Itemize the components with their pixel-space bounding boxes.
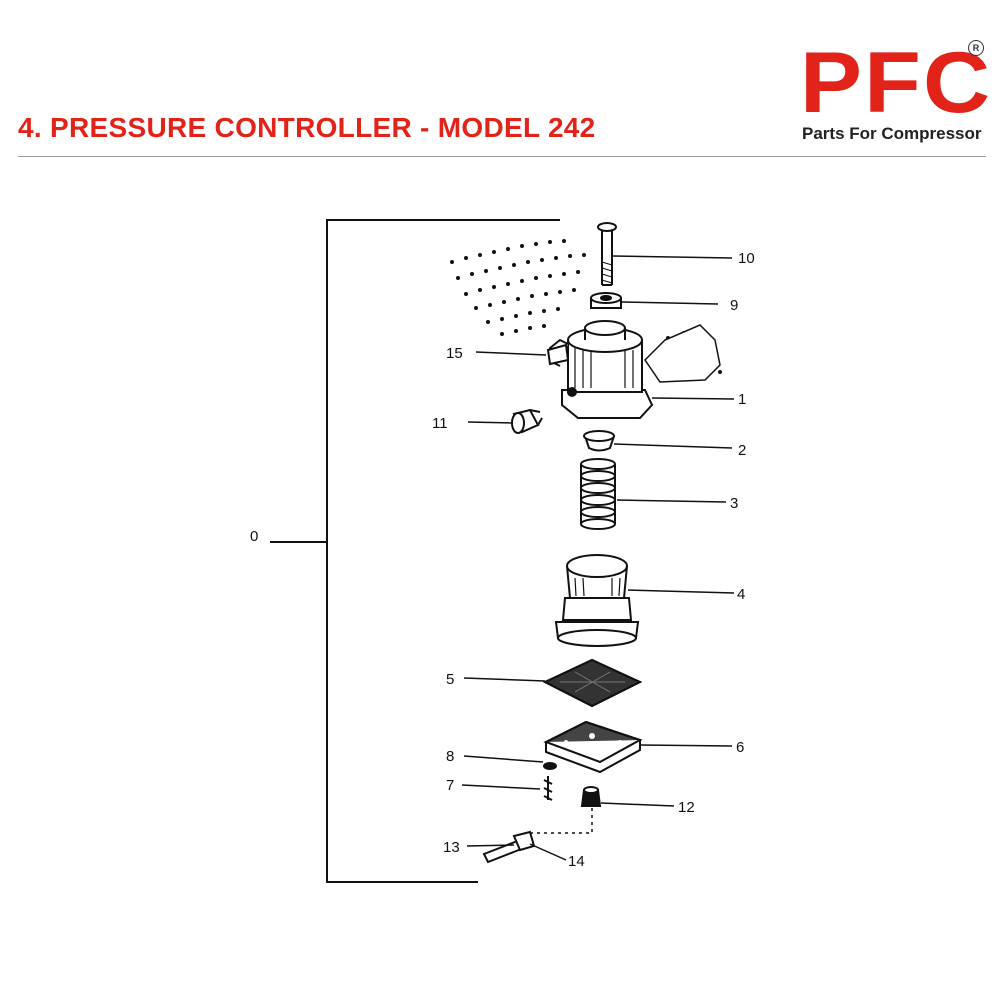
page-title: 4. PRESSURE CONTROLLER - MODEL 242 [18, 112, 596, 143]
part-nut [590, 292, 622, 309]
callout-5: 5 [446, 671, 454, 688]
callout-1: 1 [738, 391, 746, 408]
part-spring [580, 458, 616, 530]
logo-letters: PFC [800, 35, 993, 131]
registered-mark: R [968, 40, 984, 56]
callout-0: 0 [250, 528, 258, 545]
callout-4: 4 [737, 586, 745, 603]
part-screw [543, 776, 553, 801]
callout-13: 13 [443, 839, 460, 856]
pfc-logo: PFC R Parts For Compressor [790, 38, 990, 148]
dotted-leader [530, 808, 593, 834]
part-plug [511, 408, 543, 434]
part-cap [583, 430, 616, 452]
bolt-thread [601, 261, 613, 284]
callout-2: 2 [738, 442, 746, 459]
part-fitting [546, 343, 570, 366]
assembly-bracket [270, 219, 560, 883]
header-divider [18, 156, 986, 157]
callout-12: 12 [678, 799, 695, 816]
diaphragm-mesh [560, 671, 625, 693]
callout-3: 3 [730, 495, 738, 512]
leader-lines [461, 255, 735, 861]
callout-8: 8 [446, 748, 454, 765]
part-washer [543, 762, 557, 770]
logo-tagline: Parts For Compressor [802, 124, 982, 143]
callout-9: 9 [730, 297, 738, 314]
housing-hatching [574, 348, 634, 388]
callout-10: 10 [738, 250, 755, 267]
callout-11: 11 [432, 415, 448, 432]
callout-6: 6 [736, 739, 744, 756]
part-housing [548, 320, 721, 419]
piston-hatching [574, 577, 621, 597]
part-bolt [597, 222, 617, 286]
part-diaphragm [542, 658, 643, 708]
part-nozzle [580, 786, 602, 807]
part-piston [554, 554, 640, 647]
part-tube [482, 830, 536, 864]
callout-7: 7 [446, 777, 454, 794]
callout-14: 14 [568, 853, 585, 870]
part-base-plate [543, 720, 643, 774]
callout-15: 15 [446, 345, 463, 362]
